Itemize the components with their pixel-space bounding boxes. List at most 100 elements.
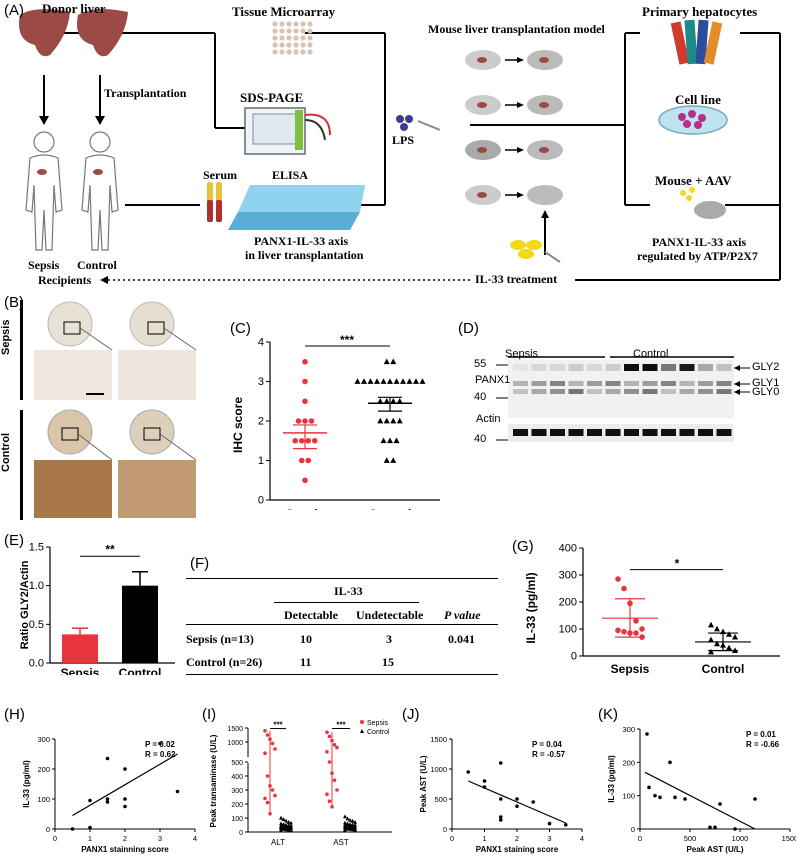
significance-marker: * — [675, 557, 680, 571]
arrowhead-icon — [517, 147, 524, 153]
blot-band-gly0 — [531, 389, 547, 394]
blot-band-gly0 — [679, 389, 695, 394]
y-tick-label: 200 — [622, 758, 635, 767]
data-point — [279, 815, 283, 820]
mw-40: 40 — [474, 391, 487, 403]
significance-marker: ** — [105, 542, 115, 556]
panel-a-label: (A) — [4, 2, 24, 19]
data-point — [284, 827, 288, 832]
table-row-control-group: Control (n=26) — [186, 655, 263, 669]
panel-a-connectors — [60, 32, 781, 281]
legend-marker-control — [360, 729, 364, 733]
data-point — [390, 417, 397, 424]
blot-band-gly0 — [698, 389, 713, 394]
panel-f-table: IL-33 Detectable Undetectable P value Se… — [186, 578, 498, 675]
blot-band-gly0 — [587, 389, 602, 394]
data-point — [708, 621, 714, 628]
data-point — [354, 378, 361, 384]
data-point — [673, 795, 677, 800]
x-tick-label: 1 — [88, 834, 92, 843]
y-tick-label: 300 — [37, 735, 50, 744]
panel-h-label: (H) — [4, 706, 25, 723]
il33-treatment-icon — [510, 240, 542, 259]
data-point — [383, 417, 390, 424]
x-tick-label: 4 — [193, 834, 197, 843]
y-tick-label: 1500 — [430, 735, 447, 744]
liver-icon — [477, 102, 487, 108]
data-point — [270, 788, 275, 792]
blot-band-actin — [513, 429, 528, 436]
tma-core — [286, 42, 292, 48]
data-point — [289, 828, 293, 832]
data-point — [302, 398, 308, 405]
axis-caption-1: PANX1-IL-33 axis — [254, 234, 349, 248]
blot-band-gly2 — [587, 364, 602, 371]
data-point — [531, 800, 536, 804]
data-point — [718, 802, 722, 806]
syringe-icon — [417, 120, 441, 131]
data-point — [647, 785, 651, 790]
data-point — [265, 733, 270, 737]
y-axis-label: IL-33 (pg/ml) — [22, 760, 31, 808]
panel-b-label: (B) — [4, 294, 24, 311]
x-axis-label: PANX1 staining score — [476, 845, 559, 854]
tma-core — [300, 21, 306, 27]
data-point — [377, 398, 384, 404]
data-point — [413, 378, 419, 384]
tma-core — [300, 42, 306, 48]
blot-control-label: Control — [633, 348, 669, 360]
arrowhead-icon — [517, 102, 524, 108]
panel-b-sepsis-label: Sepsis — [0, 319, 12, 355]
y-tick-label: 2 — [258, 416, 264, 428]
y-tick-label: 4 — [258, 337, 264, 349]
data-point — [284, 818, 288, 823]
y-axis-label: IL-33 (pg/ml) — [607, 755, 616, 803]
stat-label: P = 0.02 — [145, 740, 175, 749]
data-point — [466, 770, 471, 774]
tma-core — [279, 42, 285, 48]
x-tick-label: 2 — [515, 834, 519, 843]
elisa-plate-icon — [228, 185, 365, 230]
blot-band-gly1 — [531, 381, 547, 386]
sds-page-label: SDS-PAGE — [240, 90, 304, 105]
blot-band-actin — [587, 429, 602, 436]
stat-label: R = 0.62 — [145, 750, 176, 759]
blot-actin-label: Actin — [476, 413, 501, 425]
stat-label: P = 0.01 — [746, 730, 776, 739]
panel-g-label: (G) — [512, 538, 534, 555]
tma-core — [272, 28, 278, 34]
blot-band-gly1 — [513, 381, 528, 386]
y-tick-label: 500 — [231, 760, 243, 767]
tma-core — [300, 49, 306, 55]
data-point — [645, 732, 649, 736]
mouse-aav-icon — [694, 201, 726, 219]
data-point — [302, 477, 308, 484]
blot-band-gly2 — [679, 364, 695, 371]
data-point — [327, 734, 332, 739]
elisa-label: ELISA — [272, 168, 309, 182]
blot-band-actin — [698, 429, 713, 436]
tma-core — [300, 28, 306, 34]
blot-band-gly1 — [642, 381, 658, 386]
blot-band-actin — [716, 429, 732, 436]
y-tick-label: 0 — [443, 825, 447, 834]
data-point — [498, 818, 503, 822]
y-tick-label: 0 — [631, 825, 635, 834]
legend-marker-sepsis — [360, 720, 364, 724]
table-detectable-header: Detectable — [284, 608, 338, 622]
x-tick-label: 0 — [638, 834, 642, 843]
y-tick-label: 400 — [231, 774, 243, 781]
data-point — [367, 378, 374, 384]
blot-band-gly0 — [568, 389, 584, 394]
data-point — [639, 626, 645, 632]
data-point — [265, 774, 270, 778]
y-tick-label: 400 — [559, 543, 577, 555]
data-point — [286, 820, 291, 824]
panel-a-diagram — [19, 9, 781, 284]
y-axis-label: Peak AST (U/L) — [419, 755, 428, 812]
lps-icon — [396, 115, 413, 131]
y-tick-label: 1500 — [227, 726, 243, 733]
